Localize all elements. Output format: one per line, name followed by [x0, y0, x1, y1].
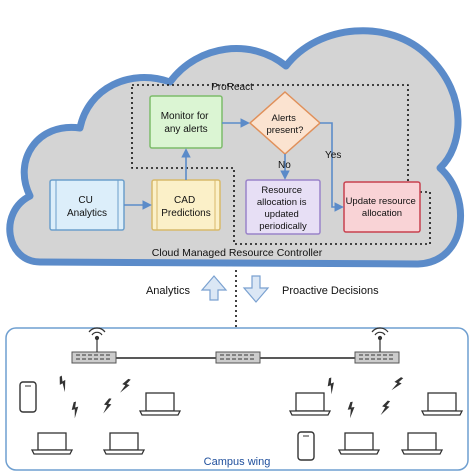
proactive-decisions-label: Proactive Decisions	[282, 285, 379, 297]
cad-predictions-label-line1: CAD	[174, 195, 195, 206]
cu-analytics-label-line2: Analytics	[67, 208, 107, 219]
analytics-up-arrow	[200, 275, 228, 301]
laptop-icon	[337, 432, 381, 455]
network-switch-icon	[354, 351, 400, 364]
alerts-present-label-line1: Alerts	[272, 113, 297, 124]
svg-text:CAD Predictions: CAD Predictions	[161, 195, 210, 219]
update-allocation-label-line2: allocation	[362, 208, 402, 219]
smartphone-icon	[19, 381, 37, 413]
svg-text:CU Analytics: CU Analytics	[67, 195, 107, 219]
laptop-icon	[30, 432, 74, 455]
resource-allocation-label-line1: Resource	[261, 185, 302, 196]
campus-wing-label: Campus wing	[204, 456, 271, 468]
analytics-label: Analytics	[146, 285, 191, 297]
resource-allocation-label-line2: allocation is	[257, 197, 307, 208]
proactive-down-arrow	[242, 275, 270, 303]
resource-allocation-label-line3: updated	[265, 209, 299, 220]
svg-text:Resource allocation is: Resource allocation is updated periodica…	[257, 185, 309, 232]
cu-analytics-label-line1: CU	[78, 195, 92, 206]
svg-text:Update resource allocation: Update resource allocation	[346, 196, 419, 219]
wifi-antenna-icon	[371, 327, 389, 352]
proreact-boundary	[131, 84, 431, 245]
laptop-icon	[288, 392, 332, 416]
network-switch-icon	[71, 351, 117, 364]
wifi-antenna-icon	[88, 327, 106, 352]
resource-allocation-box	[245, 179, 321, 235]
edge-label-no: No	[278, 160, 291, 171]
laptop-icon	[138, 392, 182, 416]
smartphone-icon	[297, 431, 315, 461]
laptop-icon	[400, 432, 444, 455]
monitor-alerts-box	[149, 95, 223, 149]
arrow-decision-yes	[320, 122, 344, 212]
update-allocation-box	[343, 181, 421, 233]
laptop-icon	[102, 432, 146, 455]
laptop-icon	[420, 392, 464, 416]
edge-label-yes: Yes	[325, 150, 341, 161]
resource-allocation-label-line4: periodically	[259, 221, 307, 232]
campus-wing-box	[5, 327, 469, 471]
cloud-controller-label: Cloud Managed Resource Controller	[152, 247, 323, 259]
network-switch-icon	[215, 351, 261, 364]
svg-text:Alerts present?: Alerts present?	[267, 113, 304, 136]
update-allocation-label-line1: Update resource	[346, 196, 416, 207]
cad-predictions-label-line2: Predictions	[161, 208, 210, 219]
monitor-alerts-label-line2: any alerts	[164, 124, 207, 135]
proreact-label: ProReact	[211, 82, 253, 93]
svg-text:Monitor for any alerts: Monitor for any alerts	[161, 111, 212, 135]
monitor-alerts-label-line1: Monitor for	[161, 111, 209, 122]
alerts-present-label-line2: present?	[267, 125, 304, 136]
